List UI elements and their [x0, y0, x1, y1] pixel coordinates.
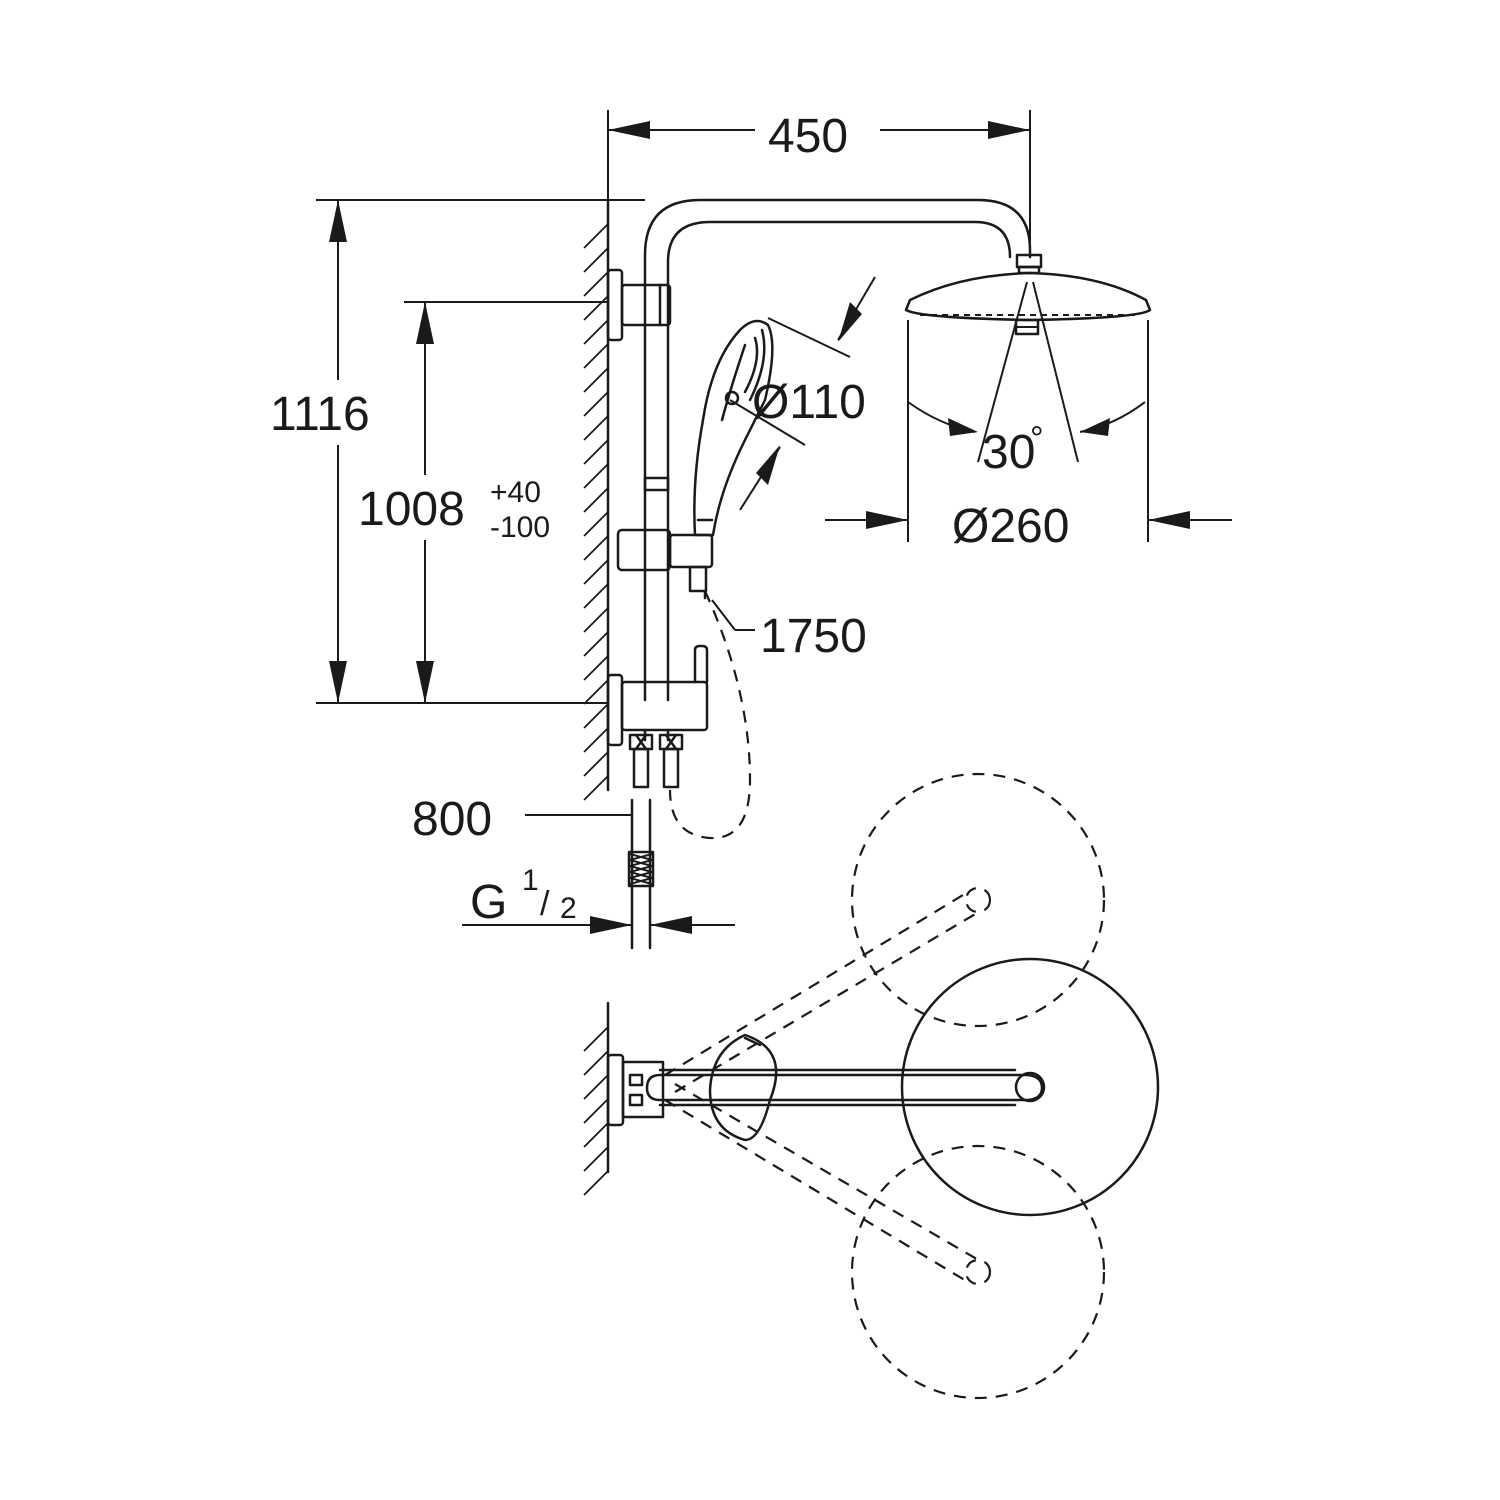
hand-shower-hose: [668, 589, 752, 840]
wall-hatch-line: [583, 1050, 609, 1076]
label-thread-num: 1: [522, 864, 539, 897]
wall-hatch-line: [583, 295, 609, 321]
wall-hatch-line: [583, 343, 609, 369]
wall-hatch-line: [583, 1026, 609, 1052]
wall-hatch-line: [583, 247, 609, 273]
upper-wall-bracket: [606, 268, 672, 342]
label-connection-length: 800: [412, 793, 492, 846]
top-view: [606, 772, 1160, 1400]
wall-hatch-line: [583, 679, 609, 705]
sliding-holder: [616, 476, 714, 593]
knurl-line: [629, 871, 653, 879]
spray-angle-lines: [907, 281, 1146, 463]
wall-hatch-line: [583, 415, 609, 441]
wall-hatch-line: [583, 223, 609, 249]
label-hand-shower-diameter: Ø110: [752, 376, 866, 429]
wall-top-view: [583, 1001, 610, 1196]
wall-hatch-line: [583, 1170, 609, 1196]
label-adjust-height: 1008: [358, 483, 465, 536]
knurl-line: [629, 853, 653, 861]
dim-thread: [462, 916, 735, 934]
wall-hatch-line: [583, 727, 609, 753]
label-degree-symbol: °: [1030, 420, 1044, 458]
dim-hand-shower-diameter: [729, 276, 876, 511]
label-adjust-tol-plus: +40: [490, 476, 541, 509]
wall-hatch-line: [583, 391, 609, 417]
wall-hatch-line: [583, 271, 609, 297]
knurl-line: [629, 877, 653, 885]
wall-hatch-line: [583, 511, 609, 537]
wall-hatch-line: [583, 535, 609, 561]
wall-hatch-line: [583, 367, 609, 393]
wall-hatch-line: [583, 487, 609, 513]
wall-hatch-line: [583, 607, 609, 633]
wall-hatch-line: [583, 655, 609, 681]
knurl-line: [629, 859, 653, 867]
dim-arm-length: [607, 110, 1031, 245]
wall-hatch-line: [583, 583, 609, 609]
label-hose-length: 1750: [760, 610, 867, 663]
label-arm-length: 450: [768, 110, 848, 163]
lower-wall-bracket: [606, 644, 709, 747]
wall-hatch-line: [583, 439, 609, 465]
wall-hatch-line: [583, 751, 609, 777]
label-thread-den: 2: [560, 892, 577, 925]
label-thread-slash: /: [540, 885, 550, 923]
wall-hatch-line: [583, 559, 609, 585]
hand-shower: [693, 319, 774, 537]
dim-total-height: [316, 199, 645, 704]
knurl-line: [629, 865, 653, 873]
label-adjust-tol-minus: -100: [490, 511, 550, 544]
wall-hatch-line: [583, 631, 609, 657]
leader-hose-length: [711, 599, 755, 631]
wall-hatch-line: [583, 1074, 609, 1100]
wall-hatch-line: [583, 1146, 609, 1172]
dim-head-diameter: [825, 320, 1232, 542]
head-shower: [904, 253, 1152, 336]
wall-hatch-line: [583, 1122, 609, 1148]
wall-hatch-line: [583, 775, 609, 801]
wall-hatch-line: [583, 463, 609, 489]
wall-hatch-line: [583, 1098, 609, 1124]
riser-pipe: [643, 198, 1032, 702]
supply-hose: [627, 798, 655, 950]
label-spray-angle: 30: [982, 426, 1035, 479]
dim-adjust-height: [404, 301, 608, 703]
wall-hatch-line: [583, 319, 609, 345]
label-thread-letter: G: [470, 876, 507, 929]
connection-valves: [628, 733, 684, 789]
wall-hatch-line: [583, 703, 609, 729]
wall-side-view: [583, 198, 610, 801]
label-head-diameter: Ø260: [952, 500, 1069, 553]
label-total-height: 1116: [270, 388, 370, 441]
